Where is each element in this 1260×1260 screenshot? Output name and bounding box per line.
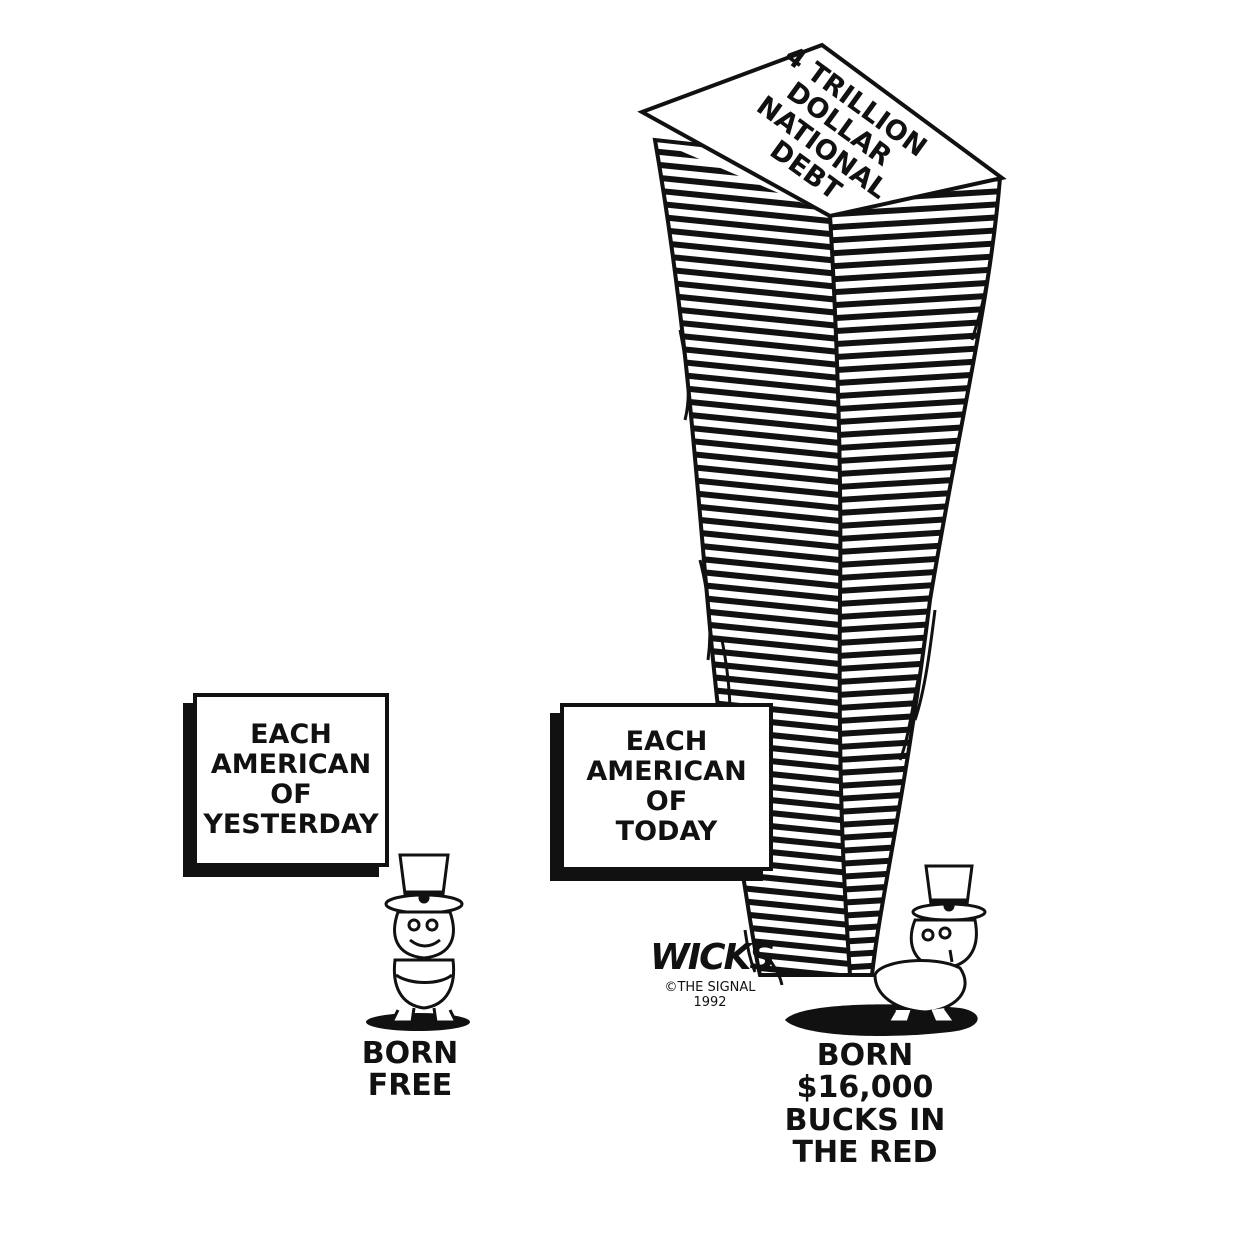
year-text: 1992 xyxy=(693,995,727,1010)
sign-line: EACH xyxy=(250,718,332,750)
paper-sheet-edge xyxy=(655,212,850,240)
paper-sheet-edge xyxy=(830,291,1000,309)
sign-line: OF xyxy=(270,779,312,810)
sign-line: OF xyxy=(645,786,688,817)
baby-today xyxy=(873,864,987,1024)
paper-sheet-edge xyxy=(830,213,1000,231)
sign-line: TODAY xyxy=(615,816,718,848)
paper-sheet-edge xyxy=(655,238,850,266)
baby-yesterday xyxy=(384,853,464,1024)
caption-line: BORN xyxy=(361,1036,459,1071)
sign-today: EACH AMERICAN OF TODAY xyxy=(560,703,773,871)
caption-line: $16,000 xyxy=(796,1070,934,1106)
caption-line: BUCKS IN xyxy=(784,1102,946,1138)
debt-paper-top xyxy=(637,42,1007,219)
sign-yesterday: EACH AMERICAN OF YESTERDAY xyxy=(193,693,389,867)
paper-sheet-edge xyxy=(830,278,1000,296)
caption-line: BORN xyxy=(816,1038,914,1073)
paper-sheet-edge xyxy=(830,304,1000,322)
paper-sheet-edge xyxy=(830,252,1000,270)
sign-line: YESTERDAY xyxy=(203,809,379,841)
sign-line: AMERICAN xyxy=(586,755,747,787)
caption-yesterday: BORN FREE xyxy=(340,1036,480,1104)
sign-line: AMERICAN xyxy=(210,748,372,780)
paper-sheet-edge xyxy=(655,264,850,292)
copyright-text: ©THE SIGNAL xyxy=(664,980,756,995)
sign-line: EACH xyxy=(625,725,708,757)
caption-line: THE RED xyxy=(792,1135,938,1171)
paper-sheet-edge xyxy=(830,265,1000,283)
paper-sheet-edge xyxy=(655,251,850,279)
signature: WICKS ©THE SIGNAL 1992 xyxy=(650,937,775,1011)
caption-line: FREE xyxy=(367,1068,453,1104)
paper-sheet-edge xyxy=(655,199,850,227)
paper-sheet-edge xyxy=(655,277,850,305)
artist-signature: WICKS xyxy=(650,937,775,978)
paper-sheet-edge xyxy=(830,226,1000,244)
caption-today: BORN $16,000 BUCKS IN THE RED xyxy=(770,1038,960,1171)
paper-sheet-edge xyxy=(830,239,1000,257)
paper-sheet-edge xyxy=(655,225,850,253)
